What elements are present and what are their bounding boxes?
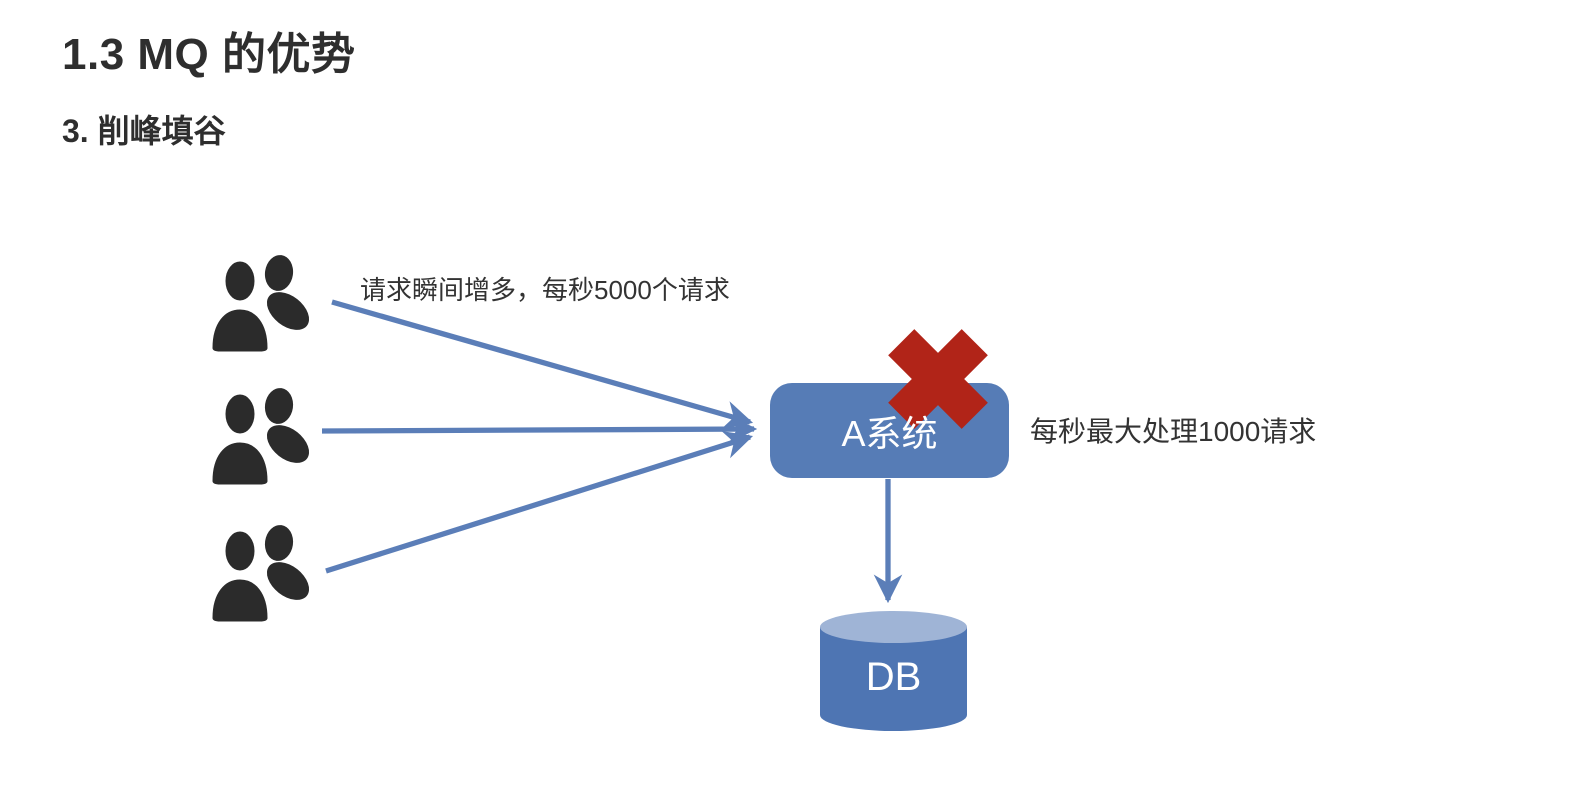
arrow-middle: [321, 414, 758, 444]
section-heading: 3. 削峰填谷: [62, 113, 226, 149]
arrow-top: [331, 299, 754, 429]
users-icon: [210, 253, 316, 354]
burst-annotation: 请求瞬间增多，每秒5000个请求: [360, 275, 730, 305]
x-mark-icon: [888, 329, 988, 429]
db-label: DB: [865, 654, 922, 699]
system-a-label: A系统: [841, 412, 938, 454]
users-icon: [210, 386, 316, 487]
request-arrows: [321, 299, 758, 574]
page-title: 1.3 MQ 的优势: [62, 30, 356, 79]
database-icon: [820, 611, 967, 731]
arrow-bottom: [325, 431, 754, 574]
users-icon: [210, 523, 316, 624]
capacity-annotation: 每秒最大处理1000请求: [1030, 416, 1317, 447]
